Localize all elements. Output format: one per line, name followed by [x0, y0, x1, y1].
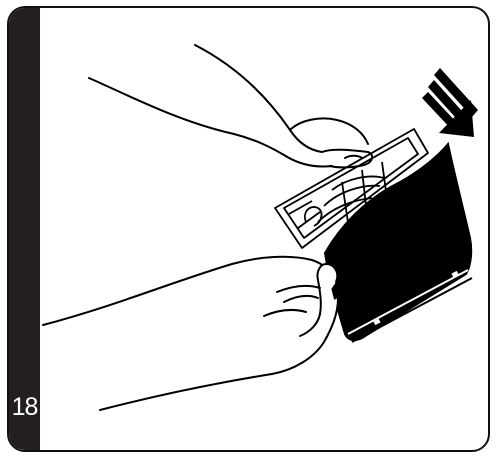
- upper-hand: [89, 45, 372, 167]
- filter-removal-illustration: [9, 8, 490, 452]
- diagonal-arrow-down-right-icon: [422, 68, 478, 137]
- black-filter: [325, 144, 472, 342]
- lower-hand: [43, 257, 338, 410]
- instruction-panel: 18: [7, 6, 490, 452]
